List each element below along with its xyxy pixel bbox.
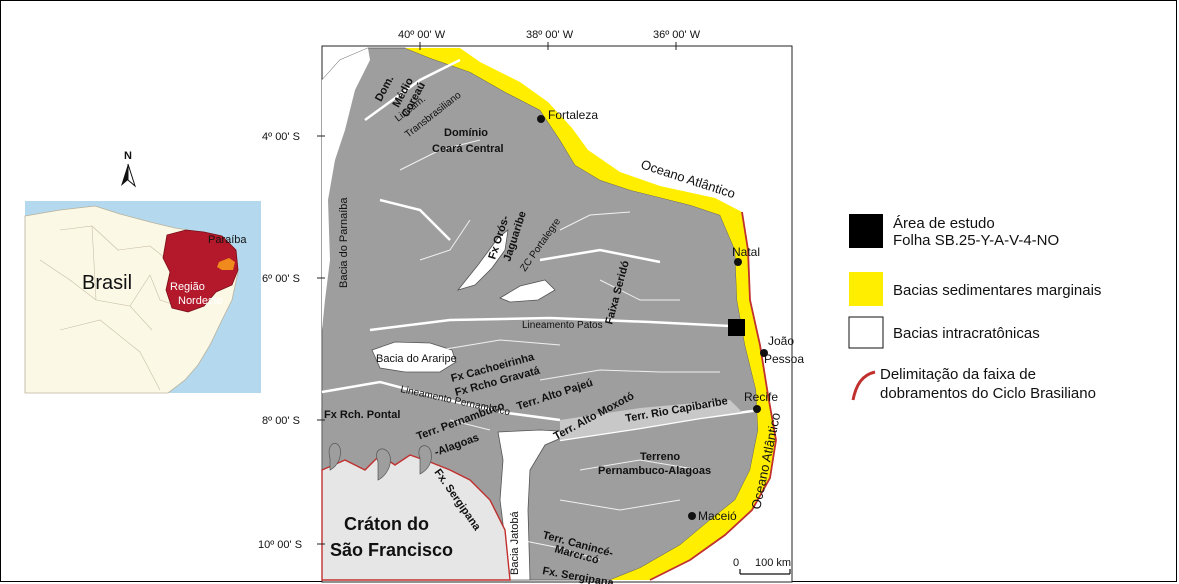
fold-belt-limit — [649, 211, 777, 581]
legend-intra-label: Bacias intracratônicas — [893, 325, 1040, 342]
bacia-araripe-label: Bacia do Araripe — [376, 353, 457, 365]
scale-bar — [739, 569, 791, 575]
marginal-basins — [405, 48, 776, 580]
legend-study-line2: Folha SB.25-Y-A-V-4-NO — [893, 232, 1059, 249]
city-markers — [537, 115, 768, 520]
legend-fold-line1: Delimitação da faixa de — [880, 366, 1036, 383]
bacia-potiguar-interior-shape — [499, 279, 556, 303]
legend-fold-line2: dobramentos do Ciclo Brasiliano — [880, 385, 1096, 402]
city-recife: Recife — [744, 390, 778, 404]
scale-label: 100 km — [755, 557, 791, 569]
north-arrow-icon — [121, 163, 137, 188]
bacia-araripe-shape — [371, 341, 457, 373]
dom-ceara-2: Ceará Central — [432, 143, 504, 155]
bacia-parnaiba-label: Bacia do Parnaíba — [338, 197, 350, 288]
city-pessoa: Pessoa — [764, 352, 804, 366]
inset-state-label: Paraíba — [208, 234, 247, 246]
legend-marginal-label: Bacias sedimentares marginais — [893, 282, 1101, 299]
craton-lobes — [328, 442, 432, 481]
bacia-do-parnaiba — [322, 48, 370, 330]
coord-left-4s: 4º 00' S — [262, 131, 300, 143]
inset-region-label-line1: Região — [170, 281, 205, 293]
inset-country-label: Brasil — [82, 272, 132, 294]
inset-nordeste-region — [162, 229, 239, 313]
craton-label-2: São Francisco — [330, 540, 453, 560]
legend-marginal-swatch — [849, 272, 883, 306]
dom-ceara-1: Domínio — [444, 127, 488, 139]
inset-region-label-line2: Nordeste — [178, 295, 223, 307]
terreno-pe-al-2: Pernambuco-Alagoas — [598, 465, 711, 477]
coord-top-38w: 38º 00' W — [526, 29, 574, 41]
study-area-marker — [728, 319, 745, 336]
legend-intra-swatch — [848, 316, 884, 349]
lineam-patos: Lineamento Patos — [522, 320, 603, 331]
coord-left-8s: 8º 00' S — [262, 415, 300, 427]
legend-fold-line-icon — [851, 370, 876, 401]
north-label: N — [124, 150, 132, 162]
terreno-pe-al-1: Terreno — [640, 451, 680, 463]
inset-map: N Brasil Região Nordeste Paraíba — [24, 150, 261, 394]
coord-top-40w: 40º 00' W — [398, 29, 446, 41]
city-fortaleza: Fortaleza — [548, 108, 598, 122]
city-joao: João — [768, 334, 794, 348]
legend-study-line1: Área de estudo — [893, 215, 995, 232]
minor-structures — [399, 139, 720, 561]
city-maceio: Maceió — [698, 509, 737, 523]
bacia-jatoba-label: Bacia Jatobá — [509, 511, 521, 575]
light-belt — [560, 400, 742, 440]
city-natal: Natal — [732, 245, 760, 259]
coord-left-6s: 6º 00' S — [262, 273, 300, 285]
craton-label-1: Cráton do — [344, 514, 429, 534]
scale-zero: 0 — [733, 557, 739, 569]
craton-sao-francisco — [321, 454, 511, 581]
coord-top-36w: 36º 00' W — [653, 29, 701, 41]
bacia-iguatu-shape — [456, 229, 509, 291]
fx-pontal: Fx Rch. Pontal — [324, 409, 400, 421]
legend-study-swatch — [849, 214, 883, 248]
coord-left-10s: 10º 00' S — [258, 539, 302, 551]
inset-paraiba-state — [217, 258, 235, 270]
